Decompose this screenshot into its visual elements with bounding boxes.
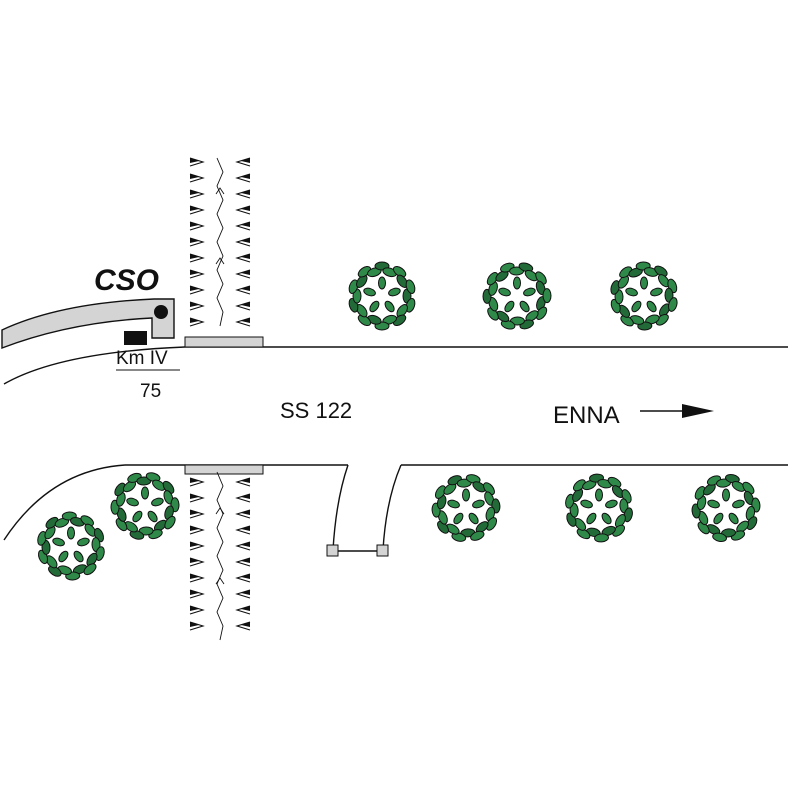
road-south-edge-left-curve bbox=[3, 464, 126, 541]
tree-icon bbox=[348, 261, 416, 331]
destination-label: ENNA bbox=[553, 402, 620, 429]
km-value: 75 bbox=[140, 381, 161, 402]
station-label: CSO bbox=[94, 264, 159, 297]
side-road-right-edge bbox=[382, 464, 402, 551]
tree-icon bbox=[37, 511, 105, 581]
tree-icon bbox=[482, 262, 552, 330]
gate-post-right bbox=[376, 544, 389, 557]
station-marker bbox=[154, 305, 168, 319]
station-box bbox=[124, 331, 147, 345]
tree-icon bbox=[110, 472, 180, 540]
station-shelter-icon bbox=[1, 298, 175, 350]
bridge-plate-south bbox=[184, 464, 264, 475]
arrow-right-icon bbox=[640, 404, 714, 418]
gate bbox=[326, 544, 389, 557]
bridge-plate-north bbox=[184, 336, 264, 348]
river-channel-icon bbox=[189, 471, 251, 641]
tree-icon bbox=[610, 261, 678, 331]
trees bbox=[37, 261, 761, 581]
road-label: SS 122 bbox=[280, 398, 352, 423]
tree-icon bbox=[431, 474, 501, 542]
gate-post-left bbox=[326, 544, 339, 557]
tree-icon bbox=[565, 473, 633, 543]
road-north-edge-left-curve bbox=[3, 346, 186, 385]
river-channel-icon bbox=[189, 157, 251, 327]
tree-icon bbox=[691, 474, 761, 542]
road-edges bbox=[3, 346, 788, 551]
km-label: Km IV bbox=[116, 348, 168, 369]
side-road-left-edge bbox=[332, 464, 349, 551]
